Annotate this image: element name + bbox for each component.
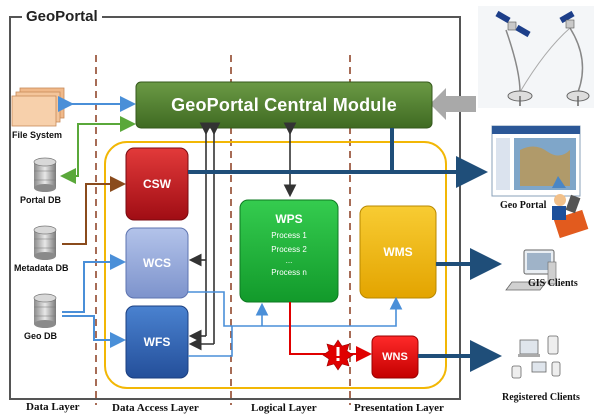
- alert-icon: [322, 339, 354, 371]
- wps-process-2: Process 2: [271, 245, 307, 254]
- wfs-label: WFS: [143, 335, 171, 349]
- portal-db-icon: [33, 157, 57, 192]
- geo-db-label: Geo DB: [24, 331, 58, 341]
- wfs-to-wps-flow: [188, 326, 233, 357]
- geo-portal-screen-icon: [491, 125, 581, 197]
- wcs-to-wms-flow: [188, 291, 403, 327]
- geo-db-wcs-connector: [62, 254, 126, 313]
- satellite-icon: [478, 6, 594, 108]
- satellite-feed-arrow: [430, 88, 476, 120]
- wps-label: WPS: [275, 212, 303, 226]
- geo-portal-label: Geo Portal: [500, 200, 547, 211]
- geo-db-icon: [33, 293, 57, 328]
- metadata-db-connector: [62, 176, 126, 245]
- file-system-label: File System: [12, 130, 63, 140]
- presentation-layer-label: Presentation Layer: [354, 402, 444, 414]
- gis-clients-label: GIS Clients: [528, 278, 578, 289]
- wcs-box: [125, 227, 189, 299]
- logical-layer-label: Logical Layer: [251, 402, 317, 414]
- portal-db-connector: [62, 116, 136, 177]
- data-access-layer-label: Data Access Layer: [112, 402, 199, 414]
- wcs-label: WCS: [143, 256, 171, 270]
- wms-label: WMS: [383, 245, 413, 259]
- data-layer-label: Data Layer: [26, 401, 80, 413]
- geoportal-frame-title: GeoPortal: [22, 8, 102, 25]
- file-system-icon: [11, 87, 65, 127]
- layer-separators: [95, 55, 351, 405]
- portal-db-label: Portal DB: [20, 195, 62, 205]
- csw-label: CSW: [143, 177, 171, 191]
- user-at-desk-icon: [552, 194, 589, 239]
- registered-clients-label: Registered Clients: [502, 392, 580, 403]
- wps-process-1: Process 1: [271, 231, 307, 240]
- wps-process-ellipsis: ...: [285, 256, 293, 265]
- registered-clients-devices-icon: [511, 335, 561, 379]
- geo-db-wfs-connector: [62, 315, 126, 348]
- wns-label: WNS: [382, 351, 408, 363]
- wps-process-n: Process n: [271, 268, 307, 277]
- metadata-db-icon: [33, 225, 57, 260]
- metadata-db-label: Metadata DB: [14, 263, 69, 273]
- wfs-box: [125, 305, 189, 379]
- gis-client-computer-icon: [505, 249, 557, 291]
- central-module-label: GeoPortal Central Module: [171, 94, 397, 115]
- csw-box: [125, 147, 189, 221]
- geoportal-frame: [9, 16, 461, 400]
